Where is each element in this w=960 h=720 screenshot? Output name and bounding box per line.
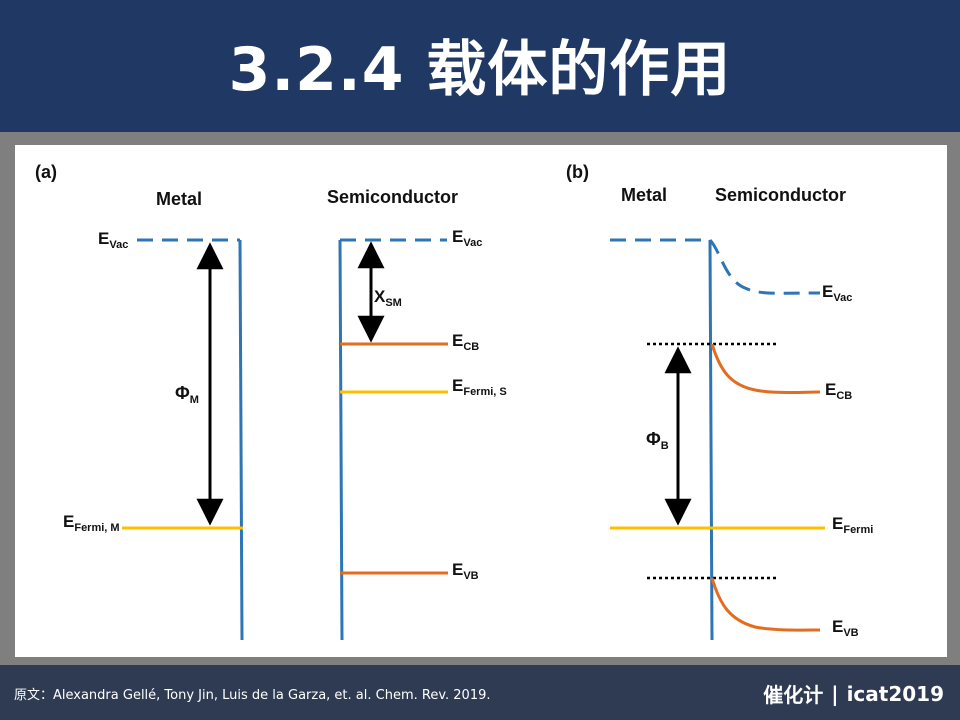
citation-text: 原文：Alexandra Gellé, Tony Jin, Luis de la… (14, 688, 491, 703)
panel-a-semiconductor-title: Semiconductor (327, 187, 458, 207)
panel-b-e-vac-label: EVac (822, 282, 852, 304)
panel-b-e-fermi-label: EFermi (832, 514, 873, 536)
panel-b: (b) Metal Semiconductor EVac ECB ΦB EFer… (566, 162, 873, 641)
metal-e-fermi-label: EFermi, M (63, 512, 120, 534)
panel-a: (a) Metal Semiconductor EVac ΦM EFermi, … (35, 162, 507, 641)
semiconductor-interface-line (338, 239, 344, 641)
panel-b-e-cb-label: ECB (825, 380, 852, 402)
slide-title: 3.2.4 载体的作用 (228, 34, 732, 105)
panel-a-label: (a) (35, 162, 57, 182)
panel-b-bent-vb-line (710, 577, 821, 632)
brand-chinese: 催化计 (763, 683, 824, 707)
panel-b-e-vb-label: EVB (832, 617, 859, 639)
panel-b-bent-cb-line (710, 343, 821, 394)
metal-interface-line (238, 239, 244, 641)
metal-e-vac-label: EVac (98, 229, 128, 251)
brand-separator: | (831, 681, 839, 706)
semiconductor-e-vac-label: EVac (452, 227, 482, 249)
band-diagram-svg: (a) Metal Semiconductor EVac ΦM EFermi, … (35, 162, 873, 641)
panel-b-label: (b) (566, 162, 589, 182)
chi-sm-label: XSM (374, 287, 402, 309)
phi-m-label: ΦM (175, 383, 199, 406)
panel-b-metal-title: Metal (621, 185, 667, 205)
phi-b-label: ΦB (646, 429, 669, 452)
brand-english: icat2019 (846, 681, 944, 706)
panel-b-interface-line (708, 239, 714, 641)
band-diagram-figure: (a) Metal Semiconductor EVac ΦM EFermi, … (15, 145, 947, 657)
e-vb-label: EVB (452, 560, 479, 582)
e-fermi-s-label: EFermi, S (452, 376, 507, 398)
brand-logo: 催化计 | icat2019 (763, 679, 944, 708)
e-cb-label: ECB (452, 331, 479, 353)
title-bar: 3.2.4 载体的作用 (0, 0, 960, 132)
panel-b-bent-vacuum-line (708, 238, 821, 295)
footer-bar: 原文：Alexandra Gellé, Tony Jin, Luis de la… (0, 665, 960, 720)
panel-b-semiconductor-title: Semiconductor (715, 185, 846, 205)
panel-a-metal-title: Metal (156, 189, 202, 209)
